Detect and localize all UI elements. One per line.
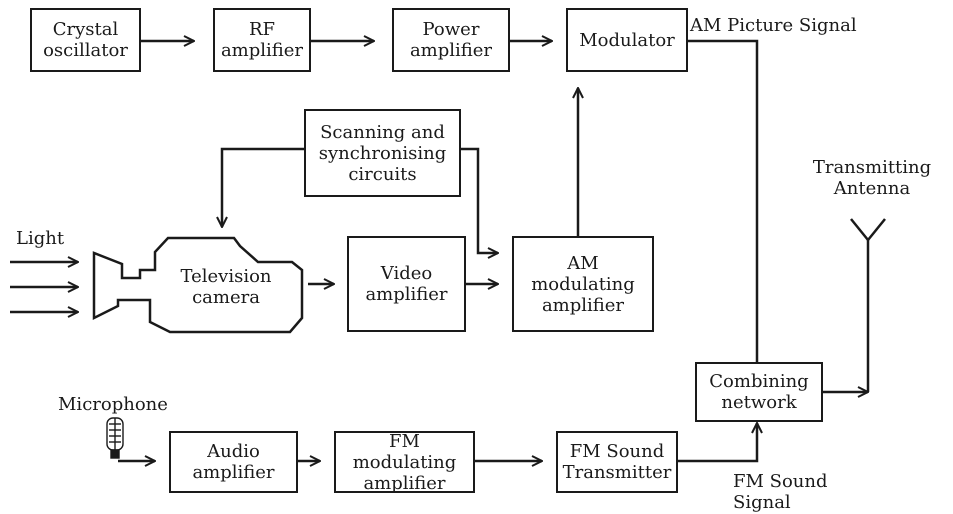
transmitting-antenna-label: Transmitting Antenna (812, 157, 932, 199)
fm-modulating-amplifier-block: FM modulating amplifier (334, 431, 475, 494)
arrow-fm-signal-to-combiner (677, 423, 757, 463)
combining-network-block: Combining network (695, 362, 823, 422)
light-label: Light (16, 228, 65, 249)
antenna-arm-right (867, 218, 886, 241)
audio-amplifier-block: Audio amplifier (169, 431, 298, 493)
fm-sound-signal-label: FM Sound Signal (733, 471, 828, 513)
microphone-label: Microphone (58, 394, 168, 415)
arrow-scanning-to-am-mod (460, 147, 498, 253)
line-am-picture-signal (688, 39, 759, 362)
crystal-oscillator-block: Crystal oscillator (30, 8, 141, 72)
modulator-block: Modulator (566, 8, 688, 72)
television-camera-label: Television camera (180, 266, 272, 308)
video-amplifier-block: Video amplifier (347, 236, 466, 332)
rf-amplifier-block: RF amplifier (213, 8, 311, 72)
fm-sound-transmitter-block: FM Sound Transmitter (556, 431, 678, 493)
am-picture-signal-label: AM Picture Signal (690, 15, 857, 36)
antenna-arm-left (850, 218, 869, 241)
television-camera-shape (92, 236, 304, 334)
scanning-circuits-block: Scanning and synchronising circuits (304, 109, 461, 197)
power-amplifier-block: Power amplifier (392, 8, 510, 72)
arrow-scanning-to-camera (222, 147, 304, 227)
am-modulating-amplifier-block: AM modulating amplifier (512, 236, 654, 332)
microphone-icon (106, 417, 124, 459)
